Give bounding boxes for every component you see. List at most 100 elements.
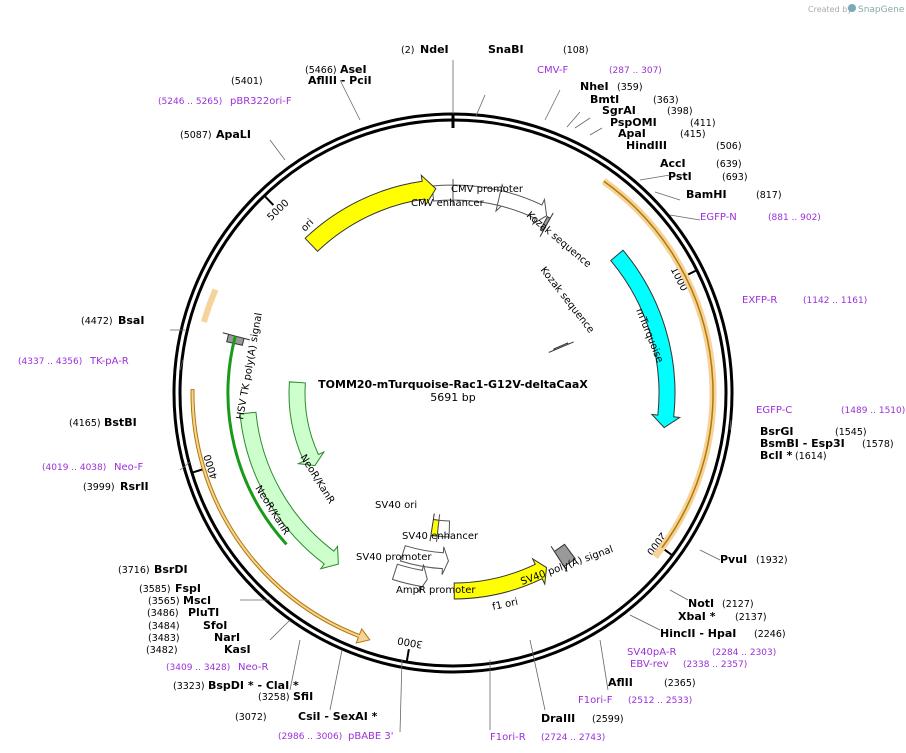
site-label-left: NdeI [420,43,449,56]
site-position-right: (108) [563,45,589,56]
site-position-right: (1142 .. 1161) [803,296,867,306]
site-position-right: (398) [667,106,693,117]
site-position-right: (415) [680,129,706,140]
site-position-left: (3484) [148,621,180,632]
site-label-right: EBV-rev [630,659,669,670]
site-position-left: (3486) [147,608,179,619]
site-label-left: BstBI [104,416,137,429]
site-leader-line [269,619,291,641]
site-label-left: BsrDI [154,563,188,576]
site-position-right: (2284 .. 2303) [712,648,776,658]
site-position-left: (5466) [305,65,337,76]
kozak-sequence-feature-2 [548,341,574,353]
site-label-right: PstI [668,170,692,183]
site-label-left: FspI [175,582,201,595]
site-label-left: BsaI [118,314,144,327]
site-position-left: (4337 .. 4356) [18,357,82,367]
site-position-right: (2127) [722,599,754,610]
site-label-left: KasI [224,643,251,656]
site-leader-line [599,639,609,691]
site-position-right: (2599) [592,714,624,725]
site-label-left: Neo-F [114,462,144,473]
site-label-right: SV40pA-R [627,647,676,658]
site-label-right: EGFP-C [756,405,792,416]
sv40-ori-feature [429,513,440,542]
site-position-left: (4165) [69,418,101,429]
site-label-left: AseI [340,63,367,76]
site-position-right: (359) [617,82,643,93]
hsv-tk-polya-feature [222,332,250,346]
ruler-tick [405,649,410,663]
feature-label-hsv-tk-polya: HSV TK poly(A) signal [235,312,265,421]
site-label-left: ApaLI [216,128,251,141]
site-position-right: (1614) [795,451,827,462]
site-position-right: (1489 .. 1510) [841,406,905,416]
neor-kanr-green-arc [226,335,288,546]
site-label-right: F1ori-R [490,732,526,743]
site-position-left: (3323) [173,681,205,692]
site-position-right: (639) [716,159,742,170]
site-label-right: F1ori-F [578,695,613,706]
site-position-left: (2) [401,45,414,56]
site-position-left: (5246 .. 5265) [158,97,222,107]
site-leader-line [339,79,361,121]
feature-label-f1-ori: f1 ori [491,597,519,613]
created-by-label: Created by [808,5,852,14]
site-label-right: ApaI [618,127,646,140]
feature-label-kozak-1: Kozak sequence [524,210,593,270]
site-label-left: RsrII [120,480,149,493]
orf-arc-main [603,180,714,549]
site-label-left: PluTI [188,606,219,619]
site-position-left: (3999) [83,482,115,493]
site-label-right: HincII - HpaI [660,627,736,640]
ruler-tick [263,194,275,206]
site-position-left: (3483) [148,633,180,644]
site-position-right: (2338 .. 2357) [683,660,747,670]
feature-label-sv40-ori: SV40 ori [375,500,417,511]
snapgene-brand: SnapGene [858,5,905,15]
sv40-polya-feature [550,543,576,572]
site-position-right: (1932) [756,555,788,566]
site-position-left: (5401) [231,76,263,87]
site-label-left: TK-pA-R [89,356,129,367]
orf-arc-neo [190,389,371,644]
site-leader-line [399,659,403,733]
site-position-right: (881 .. 902) [768,213,821,223]
site-position-left: (3258) [258,692,290,703]
ampr-promoter-feature [391,563,428,593]
site-leader-line [289,639,301,691]
site-label-left: SfiI [293,690,313,703]
plasmid-length: 5691 bp [430,391,475,404]
site-position-right: (411) [690,118,716,129]
site-position-right: (2512 .. 2533) [628,696,692,706]
site-label-right: CMV-F [537,65,568,76]
site-leader-line [566,111,581,128]
site-label-left: Neo-R [238,662,269,673]
snapgene-logo-icon [848,4,856,12]
ori-feature [304,173,437,253]
site-label-left: pBR322ori-F [230,96,292,107]
site-leader-line [654,191,681,201]
site-leader-line [475,94,486,117]
site-position-left: (3482) [146,645,178,656]
site-position-right: (287 .. 307) [609,66,662,76]
site-position-right: (2137) [735,612,767,623]
site-position-right: (2724 .. 2743) [541,733,605,743]
site-leader-line [669,589,689,601]
site-position-right: (693) [722,172,748,183]
site-leader-line [729,419,732,431]
site-label-right: HindIII [626,139,667,152]
site-position-left: (2986 .. 3006) [278,732,342,742]
site-label-right: BamHI [686,188,727,201]
site-label-right: NotI [688,597,714,610]
f1-ori-feature [453,557,548,600]
feature-label-sv40-enhancer: SV40 enhancer [402,531,479,542]
features-group [190,173,717,644]
site-position-right: (1545) [835,427,867,438]
site-position-left: (3716) [118,565,150,576]
site-position-left: (3585) [139,584,171,595]
sv40-enhancer-feature [436,514,451,543]
site-leader-line [629,614,661,631]
site-leader-line [669,214,701,221]
